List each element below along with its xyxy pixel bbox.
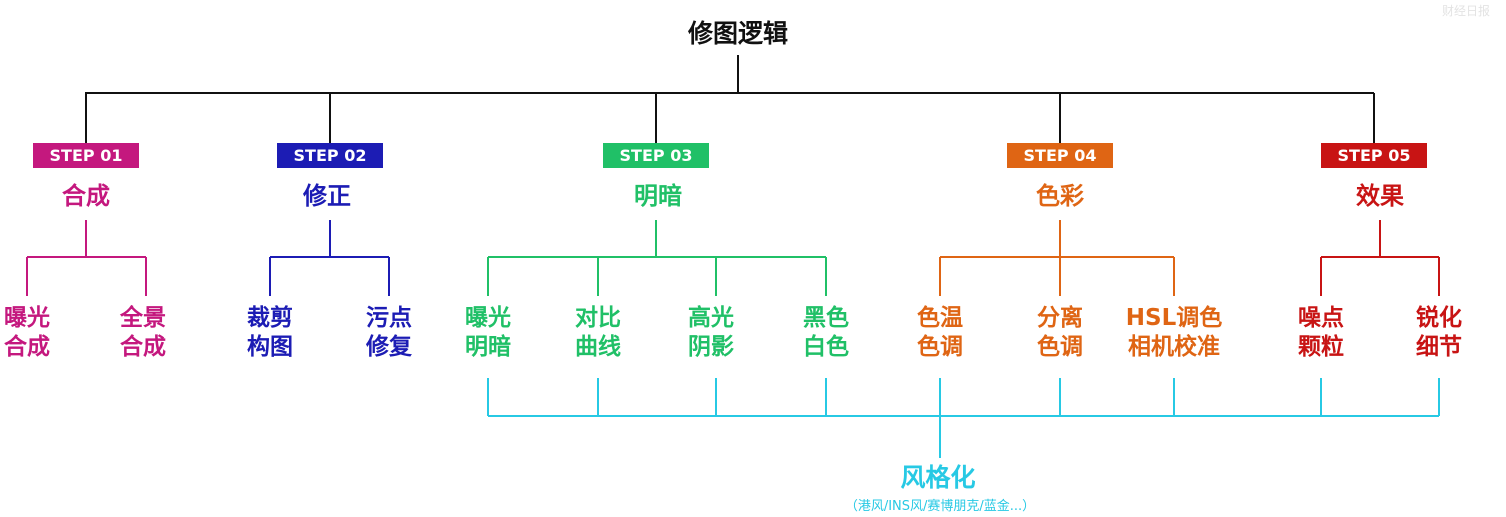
leaf-line: 相机校准 <box>1127 334 1220 360</box>
leaf-line: 细节 <box>1416 334 1462 360</box>
style-connectors <box>487 378 1440 458</box>
step1-connectors <box>26 220 147 296</box>
leaf-line: 裁剪 <box>247 305 293 331</box>
step4-leaf-2: 分离 色调 <box>1037 304 1083 362</box>
leaf-line: 阴影 <box>688 334 734 360</box>
step4-name: 色彩 <box>1036 182 1084 210</box>
step5-badge: STEP 05 <box>1321 143 1427 168</box>
step3-leaf-4: 黑色 白色 <box>803 304 849 362</box>
leaf-line: 锐化 <box>1416 305 1462 331</box>
step1-badge: STEP 01 <box>33 143 139 168</box>
step3-leaf-1: 曝光 明暗 <box>465 304 511 362</box>
step3-leaf-2: 对比 曲线 <box>575 304 621 362</box>
watermark: 财经日报 <box>1441 4 1490 18</box>
step3-connectors <box>487 220 827 296</box>
leaf-line: 曝光 <box>465 305 511 331</box>
step2-name: 修正 <box>303 182 351 210</box>
leaf-line: 黑色 <box>803 305 849 331</box>
step2-leaf-1: 裁剪 构图 <box>247 304 293 362</box>
diagram-title: 修图逻辑 <box>687 19 789 48</box>
leaf-line: 色调 <box>1037 334 1083 360</box>
leaf-line: 合成 <box>4 334 50 360</box>
step3-name: 明暗 <box>634 182 682 210</box>
step4-leaf-3: HSL调色 相机校准 <box>1126 304 1222 362</box>
leaf-line: 对比 <box>575 305 621 331</box>
step2-connectors <box>269 220 390 296</box>
leaf-line: 合成 <box>120 334 166 360</box>
step2-leaf-2: 污点 修复 <box>366 304 412 362</box>
step1-leaf-2: 全景 合成 <box>120 304 166 362</box>
leaf-line: 明暗 <box>465 334 511 360</box>
step4-leaf-1: 色温 色调 <box>917 304 963 362</box>
leaf-line: HSL调色 <box>1125 305 1223 331</box>
step5-leaf-2: 锐化 细节 <box>1416 304 1462 362</box>
step4-connectors <box>939 220 1175 296</box>
step3-leaf-3: 高光 阴影 <box>688 304 734 362</box>
leaf-line: 白色 <box>803 334 849 360</box>
step5-leaf-1: 噪点 颗粒 <box>1298 304 1344 362</box>
leaf-line: 噪点 <box>1298 305 1344 331</box>
leaf-line: 曝光 <box>4 305 50 331</box>
step5-name: 效果 <box>1356 182 1404 210</box>
style-node-label: 风格化 <box>900 463 976 492</box>
step1-name: 合成 <box>62 182 110 210</box>
leaf-line: 高光 <box>688 305 734 331</box>
leaf-line: 修复 <box>366 334 412 360</box>
leaf-line: 分离 <box>1037 305 1083 331</box>
leaf-line: 色温 <box>917 305 963 331</box>
step1-leaf-1: 曝光 合成 <box>4 304 50 362</box>
leaf-line: 色调 <box>917 334 963 360</box>
leaf-line: 全景 <box>120 305 166 331</box>
step5-connectors <box>1320 220 1440 296</box>
leaf-line: 颗粒 <box>1298 334 1344 360</box>
style-node-examples: （港风/INS风/赛博朋克/蓝金...） <box>844 499 1036 514</box>
step2-badge: STEP 02 <box>277 143 383 168</box>
root-connectors <box>85 55 1375 143</box>
step4-badge: STEP 04 <box>1007 143 1113 168</box>
leaf-line: 曲线 <box>575 334 621 360</box>
leaf-line: 构图 <box>247 334 293 360</box>
step3-badge: STEP 03 <box>603 143 709 168</box>
leaf-line: 污点 <box>366 305 412 331</box>
